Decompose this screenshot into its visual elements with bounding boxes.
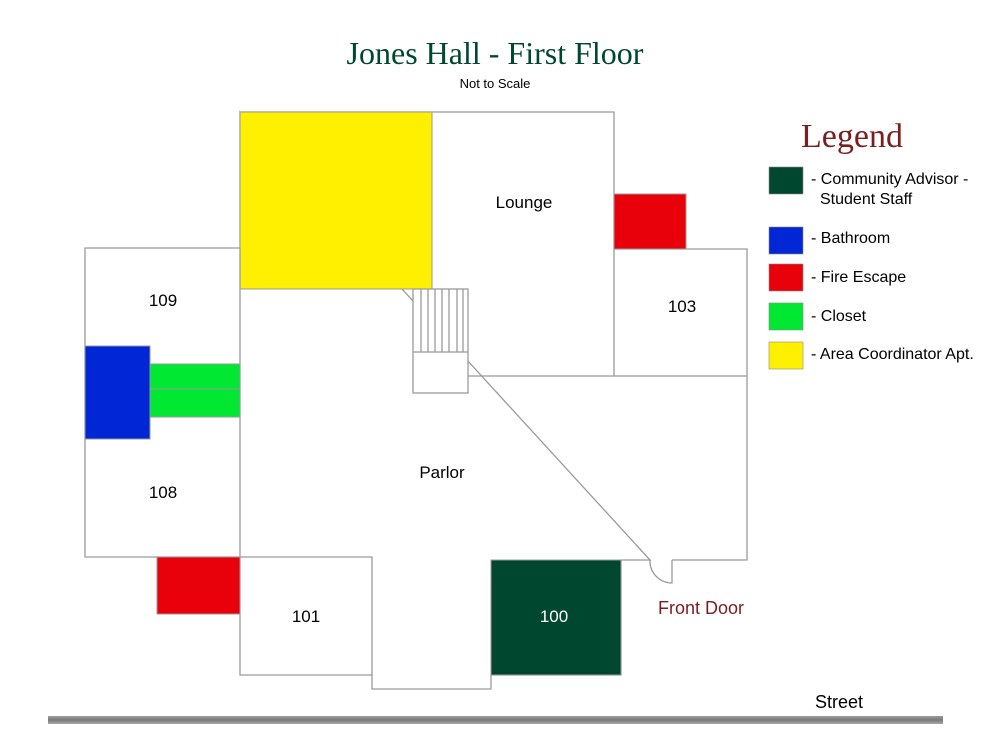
area-coordinator-apt[interactable]: [239, 111, 433, 290]
fire-escape-bottom[interactable]: [156, 556, 241, 615]
stairs: [412, 288, 469, 394]
legend-label: - Fire Escape: [811, 269, 906, 286]
street-label: Street: [815, 692, 863, 712]
room-108-label: 108: [149, 483, 177, 502]
legend-swatch-community-advisor: [768, 166, 804, 195]
room-100[interactable]: [490, 559, 622, 676]
fire-escape-top[interactable]: [613, 193, 687, 250]
closet-2[interactable]: [149, 388, 241, 418]
legend-swatch-bathroom: [768, 226, 804, 255]
legend-swatch-area-coordinator: [768, 341, 804, 370]
room-101-label: 101: [292, 607, 320, 626]
legend-label: - Community Advisor -: [811, 171, 968, 188]
legend-label: Student Staff: [820, 191, 913, 208]
front-door-label: Front Door: [658, 598, 744, 618]
room-109-label: 109: [149, 291, 177, 310]
legend-label: - Closet: [811, 308, 867, 325]
page-title: Jones Hall - First Floor: [347, 35, 644, 71]
bathroom[interactable]: [84, 345, 151, 440]
lounge-walls: [468, 249, 747, 377]
legend-title: Legend: [801, 118, 903, 155]
legend: Legend - Community Advisor - Student Sta…: [768, 118, 974, 370]
legend-swatch-fire-escape: [768, 263, 804, 292]
room-103-label: 103: [668, 297, 696, 316]
subtitle: Not to Scale: [460, 76, 531, 91]
legend-swatch-closet: [768, 302, 804, 331]
street-bar: [48, 716, 943, 724]
closet-1[interactable]: [149, 363, 241, 390]
legend-label: - Area Coordinator Apt.: [811, 346, 974, 363]
room-101-walls: [240, 556, 373, 675]
room-lounge-label: Lounge: [496, 193, 553, 212]
room-100-label: 100: [540, 607, 568, 626]
room-parlor-label: Parlor: [419, 463, 465, 482]
legend-label: - Bathroom: [811, 230, 890, 247]
front-door-icon[interactable]: [649, 559, 673, 584]
